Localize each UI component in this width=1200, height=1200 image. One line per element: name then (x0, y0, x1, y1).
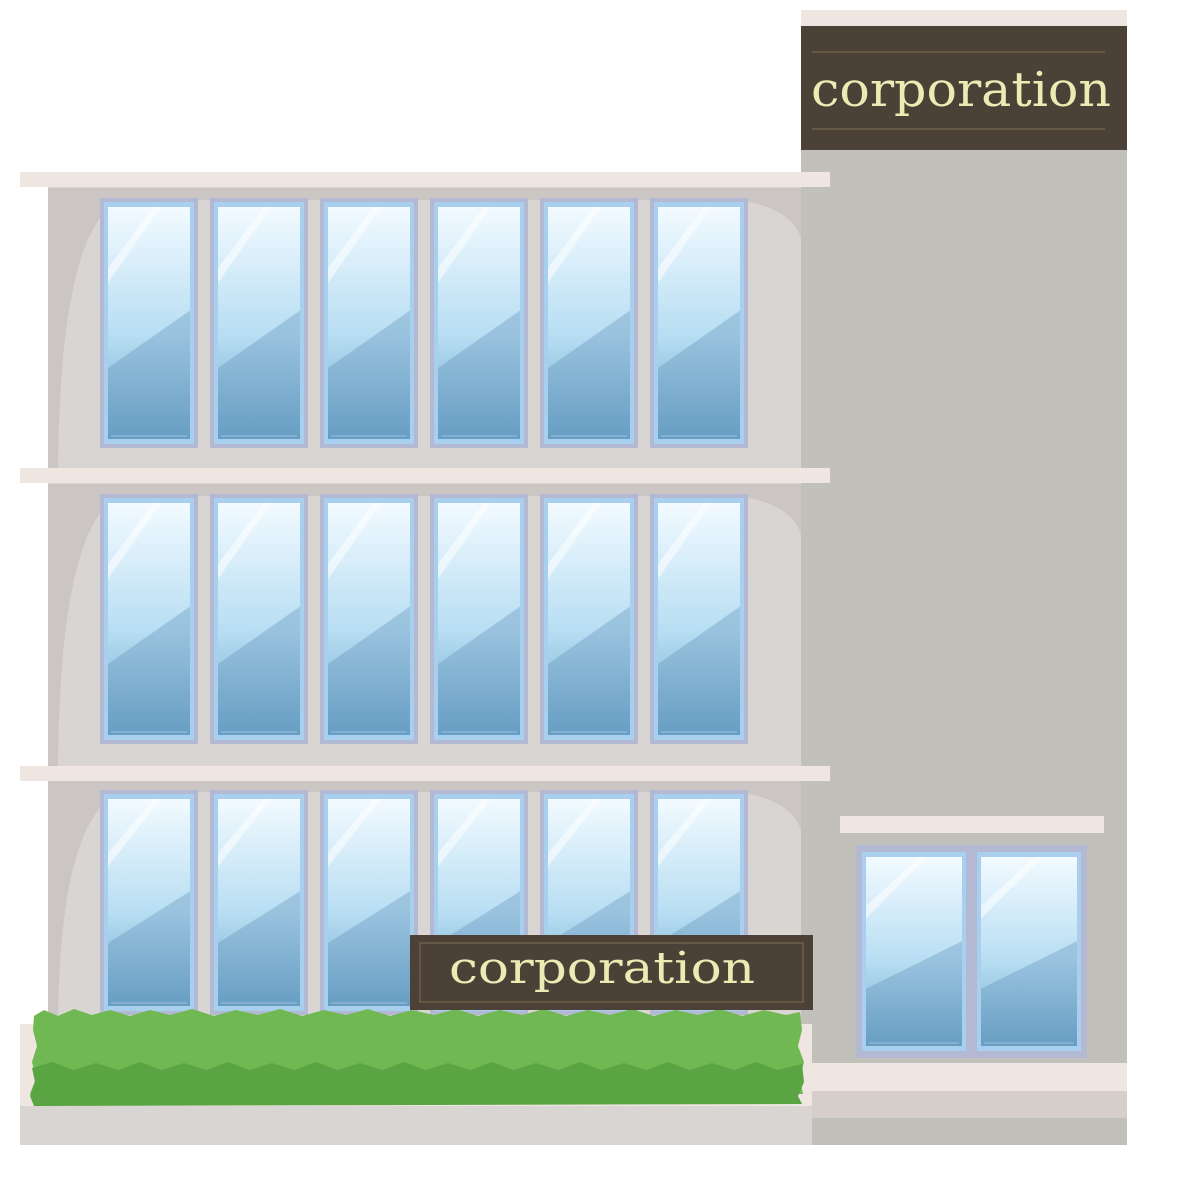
hedge (30, 1009, 804, 1106)
upper-floor-window-3 (320, 198, 418, 448)
tower-sign: corporation (801, 26, 1127, 150)
ground-floor-window-3 (320, 790, 418, 1015)
middle-floor-window-6 (650, 494, 748, 744)
hedge-front (30, 1062, 804, 1106)
middle-floor-window-2 (210, 494, 308, 744)
ground-floor-window-2 (210, 790, 308, 1015)
middle-floor-window-3 (320, 494, 418, 744)
roof-slab (20, 172, 830, 187)
upper-floor-window-2 (210, 198, 308, 448)
middle-floor-window-4 (430, 494, 528, 744)
upper-floor-window-4 (430, 198, 528, 448)
side-window-ledge (840, 816, 1104, 833)
upper-floor-window-1 (100, 198, 198, 448)
entrance-sign-text: corporation (449, 943, 755, 994)
tower-sign-text: corporation (811, 62, 1111, 118)
tower-roof-cap (801, 10, 1127, 26)
side-window (856, 845, 1087, 1058)
ground-floor-window-1 (100, 790, 198, 1015)
entrance-step-bottom (812, 1091, 1127, 1118)
middle-floor-window-1 (100, 494, 198, 744)
middle-floor-window-5 (540, 494, 638, 744)
entrance-step-top (812, 1063, 1127, 1091)
floor-slab-2 (20, 468, 830, 483)
side-window-pane-2 (973, 848, 1085, 1055)
entrance-sign: corporation (410, 935, 813, 1010)
upper-floor-window-5 (540, 198, 638, 448)
planter-base (20, 1106, 812, 1145)
entrance-ground (812, 1118, 1127, 1145)
side-window-pane-1 (858, 848, 970, 1055)
upper-floor-window-6 (650, 198, 748, 448)
floor-slab-1 (20, 766, 830, 781)
